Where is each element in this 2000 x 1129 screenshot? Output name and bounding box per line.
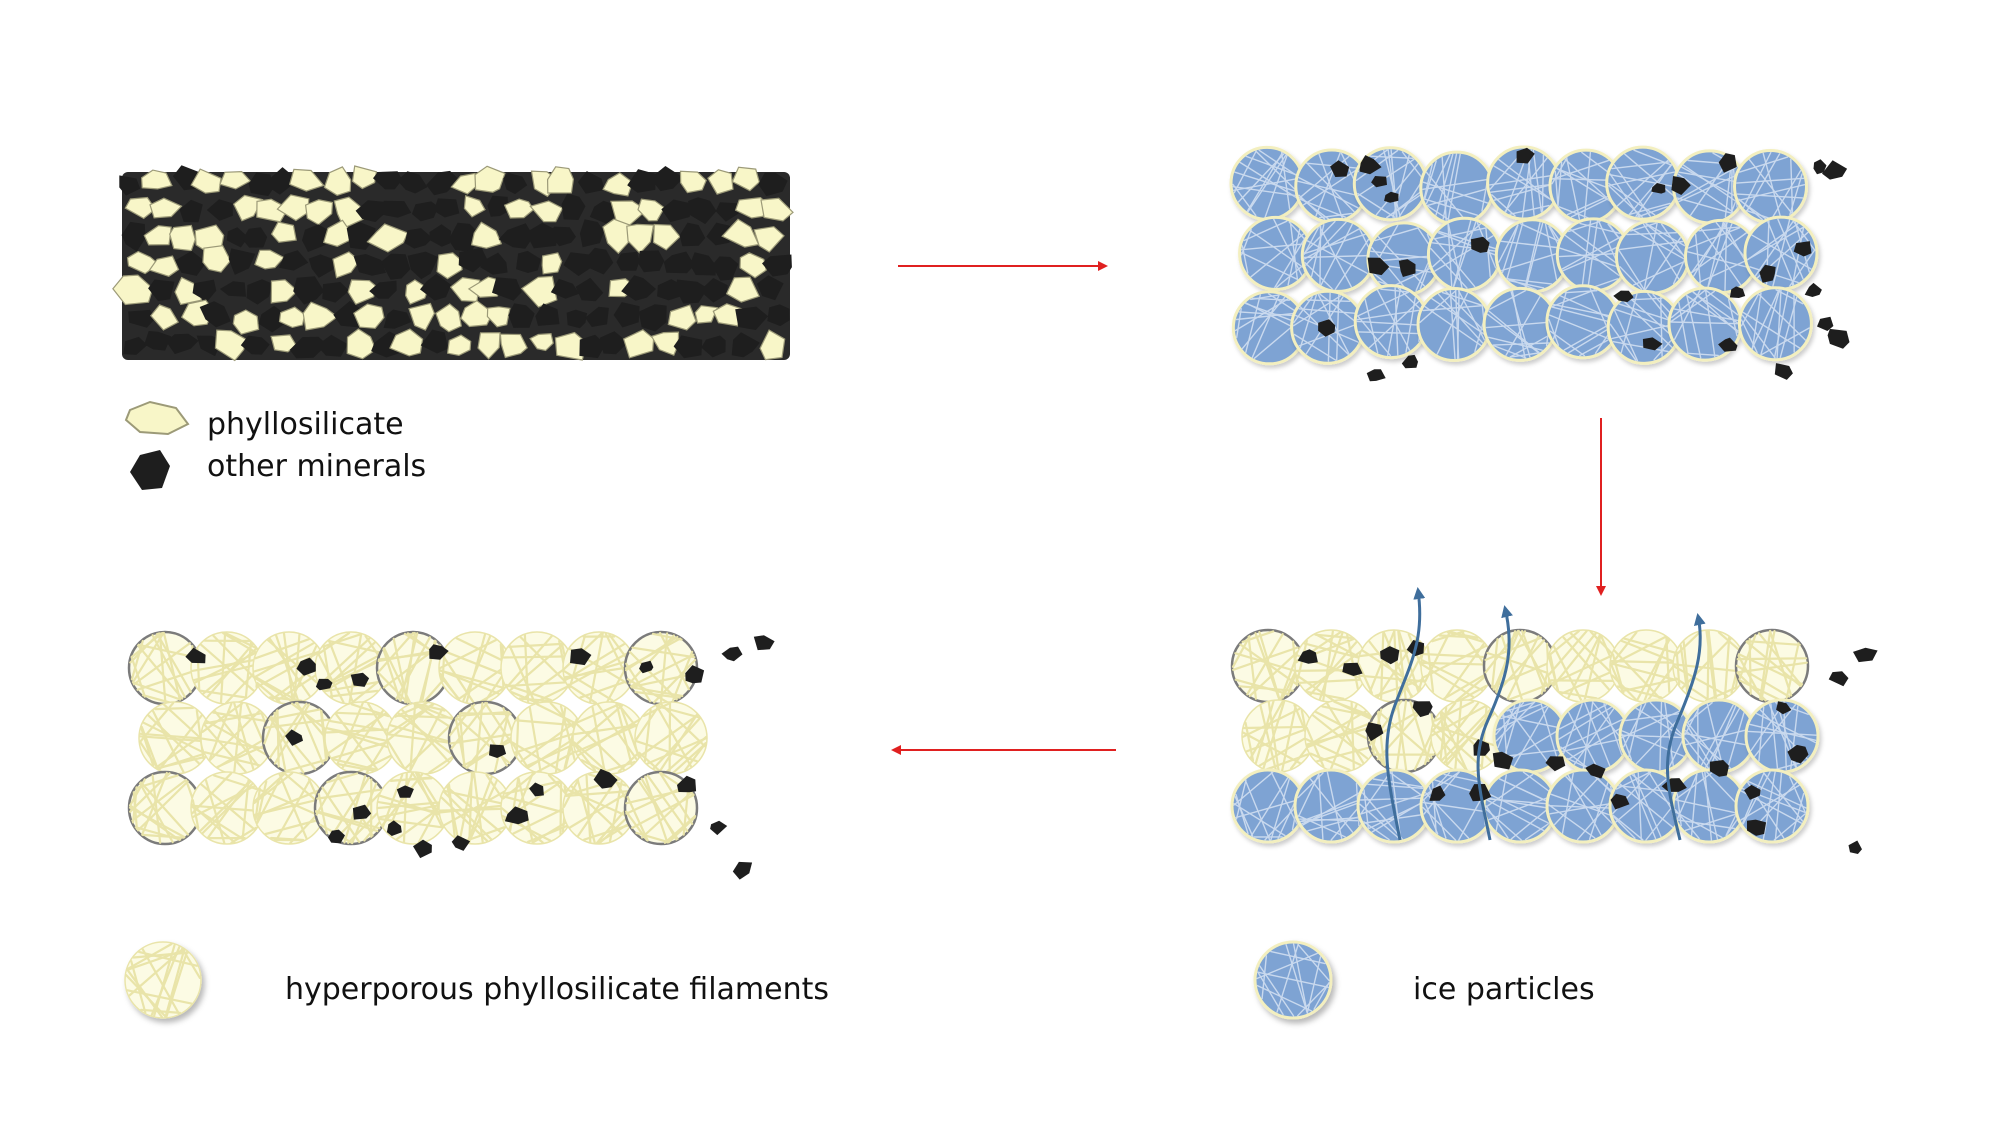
mineral-grain — [1828, 329, 1850, 349]
filament-cluster — [1610, 630, 1682, 702]
ice-particle — [1240, 217, 1312, 289]
filament-cluster — [635, 702, 707, 774]
phyllosilicate-grain — [170, 225, 196, 250]
ice-particle-icon — [1255, 942, 1331, 1018]
filament-cluster — [573, 702, 645, 774]
filament-cluster-outlined — [377, 632, 449, 704]
legend-phyllosilicate-label: phyllosilicate — [207, 410, 404, 440]
filament-icon — [125, 942, 201, 1018]
filament-cluster-outlined — [129, 772, 201, 844]
panel-ice-particles — [1231, 147, 1849, 381]
mineral-grain — [1402, 355, 1418, 368]
mineral-grain — [1775, 363, 1793, 380]
phyllosilicate-icon — [126, 402, 188, 434]
legend-other-minerals-label: other minerals — [207, 452, 426, 482]
filament-cluster — [325, 702, 397, 774]
phyllosilicate-grain — [542, 253, 562, 274]
filament-cluster — [191, 632, 263, 704]
ice-particle — [1355, 286, 1427, 358]
filament-cluster — [1547, 630, 1619, 702]
ice-particle — [1421, 152, 1493, 224]
filament-cluster-outlined — [449, 702, 521, 774]
ice-particle — [1428, 218, 1500, 290]
ice-particle — [1735, 151, 1807, 223]
ice-particle — [1616, 221, 1688, 293]
filament-cluster-outlined — [1484, 630, 1556, 702]
ice-particle — [1232, 770, 1304, 842]
ice-particle — [1547, 770, 1619, 842]
filament-cluster-outlined — [129, 632, 201, 704]
mineral-grain — [1829, 671, 1849, 686]
filament-cluster — [501, 772, 573, 844]
ice-particle — [1231, 147, 1303, 219]
filament-cluster-outlined — [625, 632, 697, 704]
mineral-grain — [1822, 160, 1847, 179]
filament-cluster — [1358, 630, 1430, 702]
ice-particle — [1673, 770, 1745, 842]
filament-cluster — [1421, 630, 1493, 702]
legend-filaments-label: hyperporous phyllosilicate filaments — [285, 975, 829, 1005]
panel-filaments — [129, 632, 775, 880]
mineral-grain — [733, 862, 752, 880]
mineral-icon — [130, 450, 170, 490]
filament-cluster — [1242, 700, 1314, 772]
ice-particle — [1607, 147, 1679, 219]
phyllosilicate-grain — [548, 167, 574, 193]
filament-cluster-outlined — [315, 772, 387, 844]
filament-cluster — [511, 702, 583, 774]
mineral-grain — [1367, 369, 1386, 381]
filament-cluster-outlined — [1736, 630, 1808, 702]
ice-particle — [1295, 770, 1367, 842]
mineral-grain — [1817, 317, 1833, 331]
filament-cluster — [139, 702, 211, 774]
filament-cluster — [1673, 630, 1745, 702]
mineral-grain — [1853, 648, 1878, 662]
ice-particle — [1736, 770, 1808, 842]
ice-particle — [1418, 289, 1490, 361]
filament-cluster — [191, 772, 263, 844]
filament-cluster — [501, 632, 573, 704]
panel-dense-minerals — [113, 165, 793, 360]
filament-cluster — [1305, 700, 1377, 772]
mineral-grain — [722, 647, 743, 662]
ice-particle — [1557, 700, 1629, 772]
panel-sublimating — [1232, 590, 1878, 854]
ice-particle — [1739, 288, 1811, 360]
filament-cluster — [439, 772, 511, 844]
legend-ice-label: ice particles — [1413, 975, 1595, 1005]
ice-particle — [1484, 770, 1556, 842]
mineral-grain — [1805, 283, 1822, 297]
mineral-grain — [754, 635, 775, 650]
ice-particle — [1484, 288, 1556, 360]
filament-cluster-outlined — [1232, 630, 1304, 702]
filament-cluster — [439, 632, 511, 704]
mineral-grain — [710, 821, 727, 835]
ice-particle — [1302, 219, 1374, 291]
mineral-grain — [1849, 841, 1863, 855]
filament-cluster — [377, 772, 449, 844]
